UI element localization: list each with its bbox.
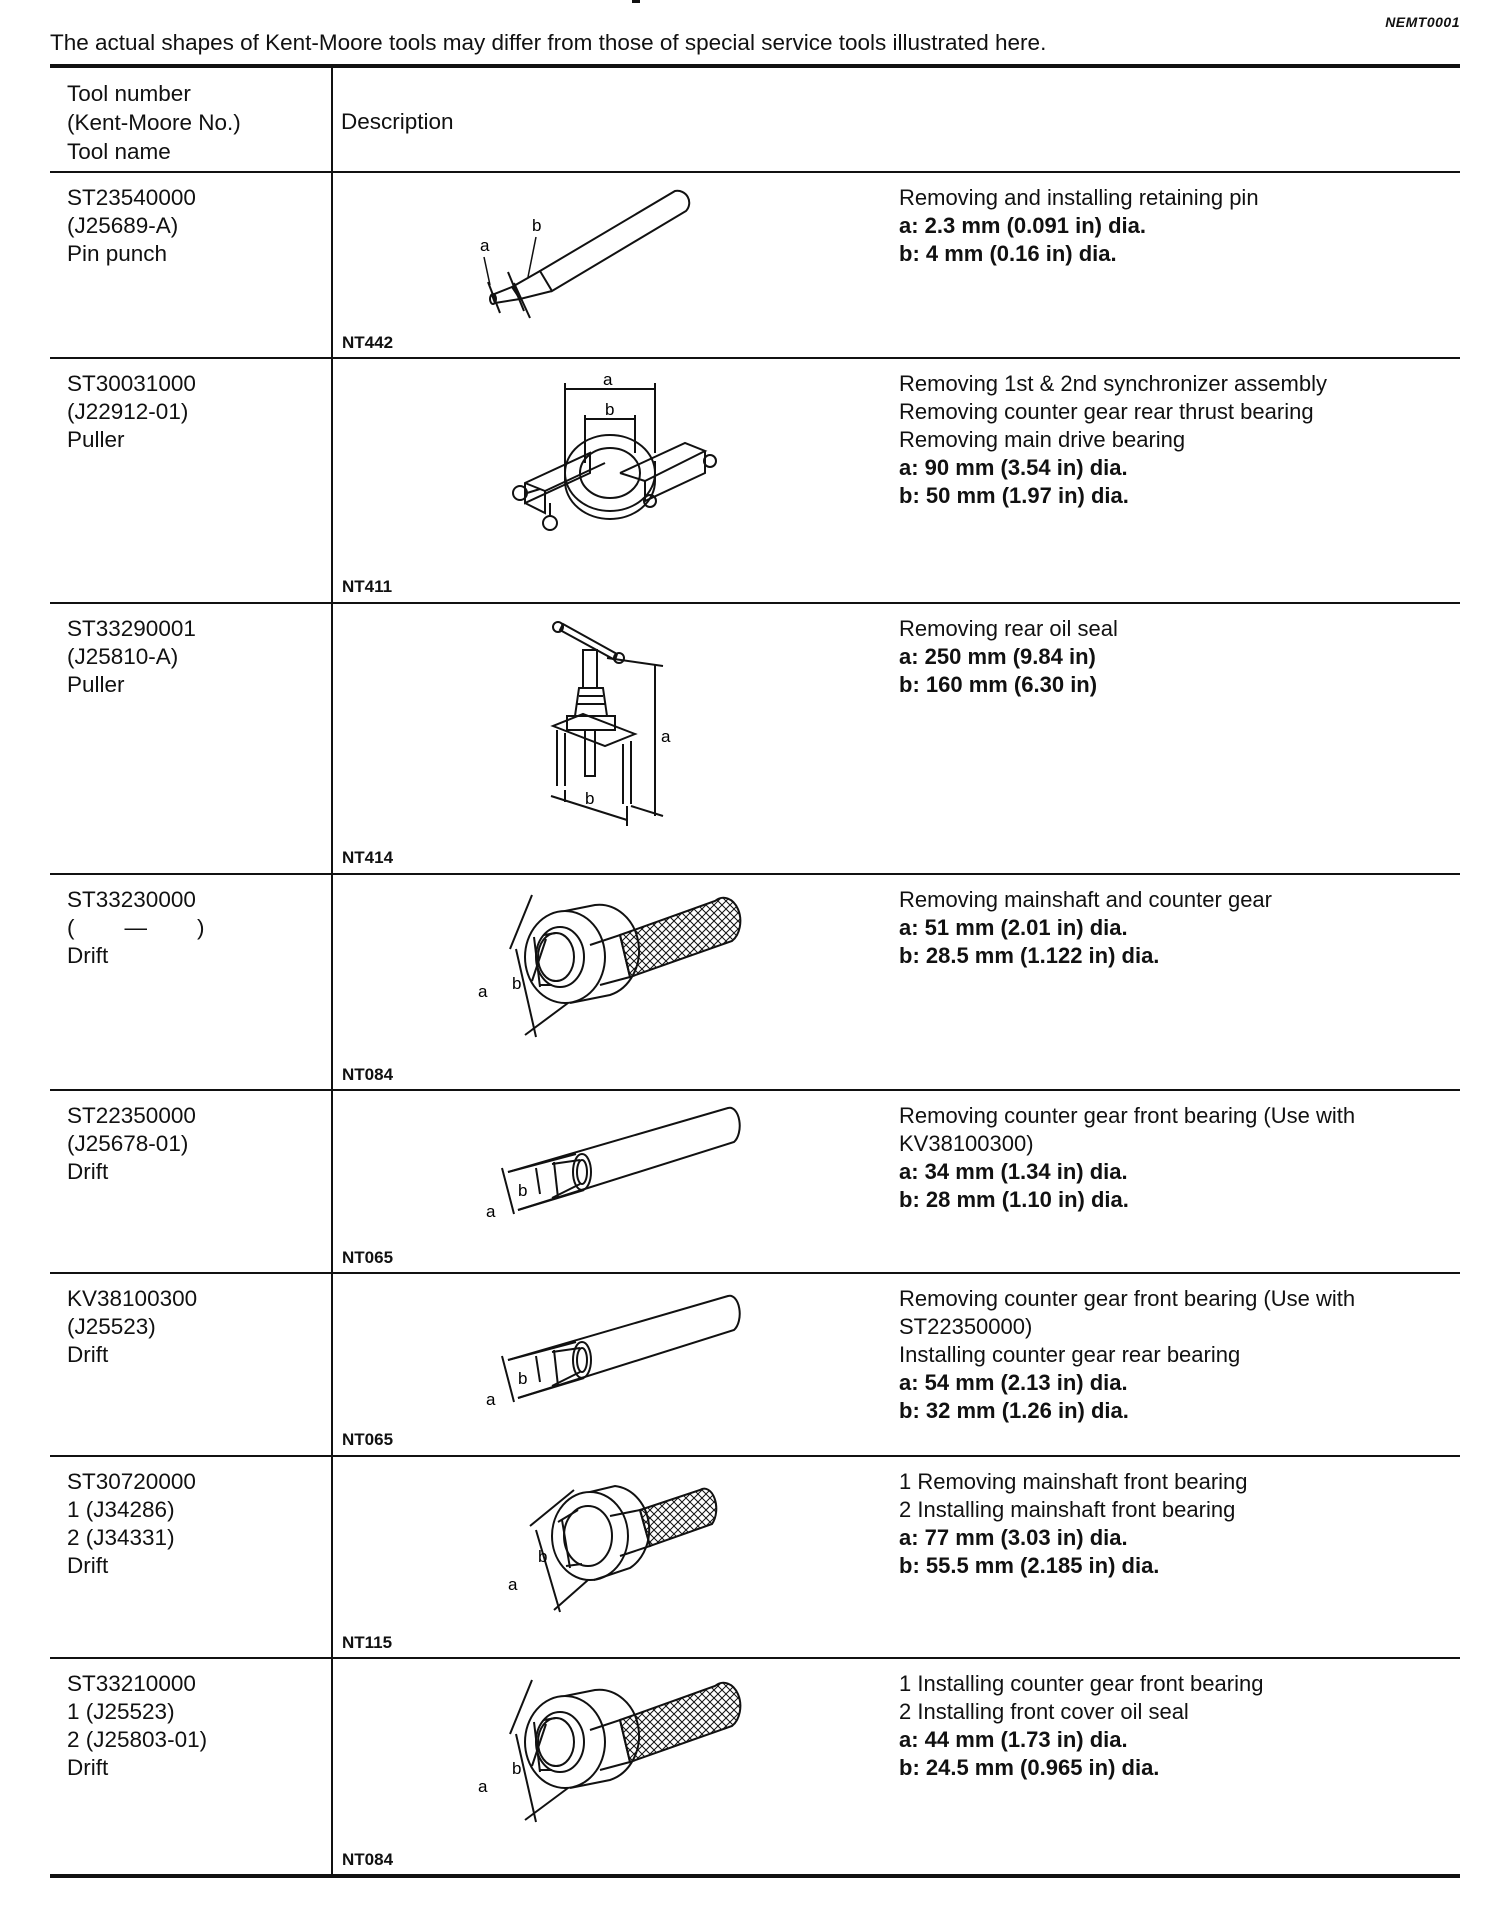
svg-text:a: a: [478, 1777, 488, 1796]
row-rule: [50, 873, 1460, 875]
figure-code: NT442: [342, 333, 394, 352]
figure-code: NT115: [342, 1633, 393, 1652]
drift-knurled-short-icon: a b: [508, 1484, 718, 1613]
figure-code: NT084: [342, 1065, 394, 1084]
svg-text:a: a: [478, 982, 488, 1001]
figure-code: NT065: [342, 1248, 394, 1267]
tool-cell: ST33230000( — )Drift: [67, 887, 205, 968]
description-cell: Removing rear oil seal a: 250 mm (9.84 i…: [899, 616, 1118, 697]
svg-text:a: a: [486, 1390, 496, 1409]
description-cell: Removing 1st & 2nd synchronizer assembly…: [899, 371, 1327, 508]
svg-text:a: a: [603, 373, 613, 389]
table-top-rule: [50, 64, 1460, 68]
svg-text:b: b: [518, 1181, 527, 1200]
seal-puller-icon: a b: [550, 621, 671, 826]
figure-code: NT084: [342, 1850, 394, 1869]
drift-tube-icon: a b: [486, 1106, 741, 1221]
pin-punch-icon: a b: [480, 189, 691, 319]
tool-cell: ST22350000(J25678-01)Drift: [67, 1103, 196, 1184]
svg-text:b: b: [518, 1369, 527, 1388]
row-rule: [50, 602, 1460, 604]
bearing-puller-icon: a b: [512, 373, 717, 531]
tool-cell: ST33290001(J25810-A)Puller: [67, 616, 196, 697]
drift-knurled-icon: a b: [478, 1679, 742, 1823]
table-bottom-rule: [50, 1874, 1460, 1878]
svg-text:b: b: [512, 1759, 521, 1778]
svg-text:b: b: [538, 1547, 547, 1566]
svg-text:a: a: [661, 727, 671, 746]
description-cell: Removing counter gear front bearing (Use…: [899, 1103, 1356, 1212]
description-cell: 1 Installing counter gear front bearing …: [899, 1671, 1264, 1780]
svg-text:a: a: [480, 236, 490, 255]
header-tool-column: Tool number (Kent-Moore No.) Tool name: [67, 81, 241, 164]
row-rule: [50, 1272, 1460, 1274]
svg-text:b: b: [605, 400, 614, 419]
drift-knurled-icon: a b: [478, 894, 742, 1038]
top-mark: [632, 0, 640, 3]
row-rule: [50, 1455, 1460, 1457]
figure-code: NT411: [342, 577, 393, 596]
tool-cell: ST30031000(J22912-01)Puller: [67, 371, 196, 452]
header-rule: [50, 171, 1460, 173]
description-cell: Removing and installing retaining pin a:…: [899, 185, 1259, 266]
tool-cell: ST23540000(J25689-A)Pin punch: [67, 185, 196, 266]
row-rule: [50, 1089, 1460, 1091]
description-cell: Removing mainshaft and counter gear a: 5…: [899, 887, 1272, 968]
figure-code: NT414: [342, 848, 394, 867]
svg-text:b: b: [585, 789, 594, 808]
tool-shape-note: The actual shapes of Kent-Moore tools ma…: [50, 30, 1047, 55]
section-code: NEMT0001: [1385, 14, 1460, 30]
row-rule: [50, 1657, 1460, 1659]
tool-cell: KV38100300(J25523)Drift: [67, 1286, 198, 1367]
header-description: Description: [341, 109, 454, 134]
drift-tube-icon: a b: [486, 1294, 741, 1409]
column-divider: [331, 68, 333, 1874]
svg-text:a: a: [486, 1202, 496, 1221]
row-rule: [50, 357, 1460, 359]
svg-text:b: b: [512, 974, 521, 993]
description-cell: 1 Removing mainshaft front bearing 2 Ins…: [899, 1469, 1248, 1578]
description-cell: Removing counter gear front bearing (Use…: [899, 1286, 1356, 1423]
figure-code: NT065: [342, 1430, 394, 1449]
svg-text:b: b: [532, 216, 541, 235]
svg-text:a: a: [508, 1575, 518, 1594]
